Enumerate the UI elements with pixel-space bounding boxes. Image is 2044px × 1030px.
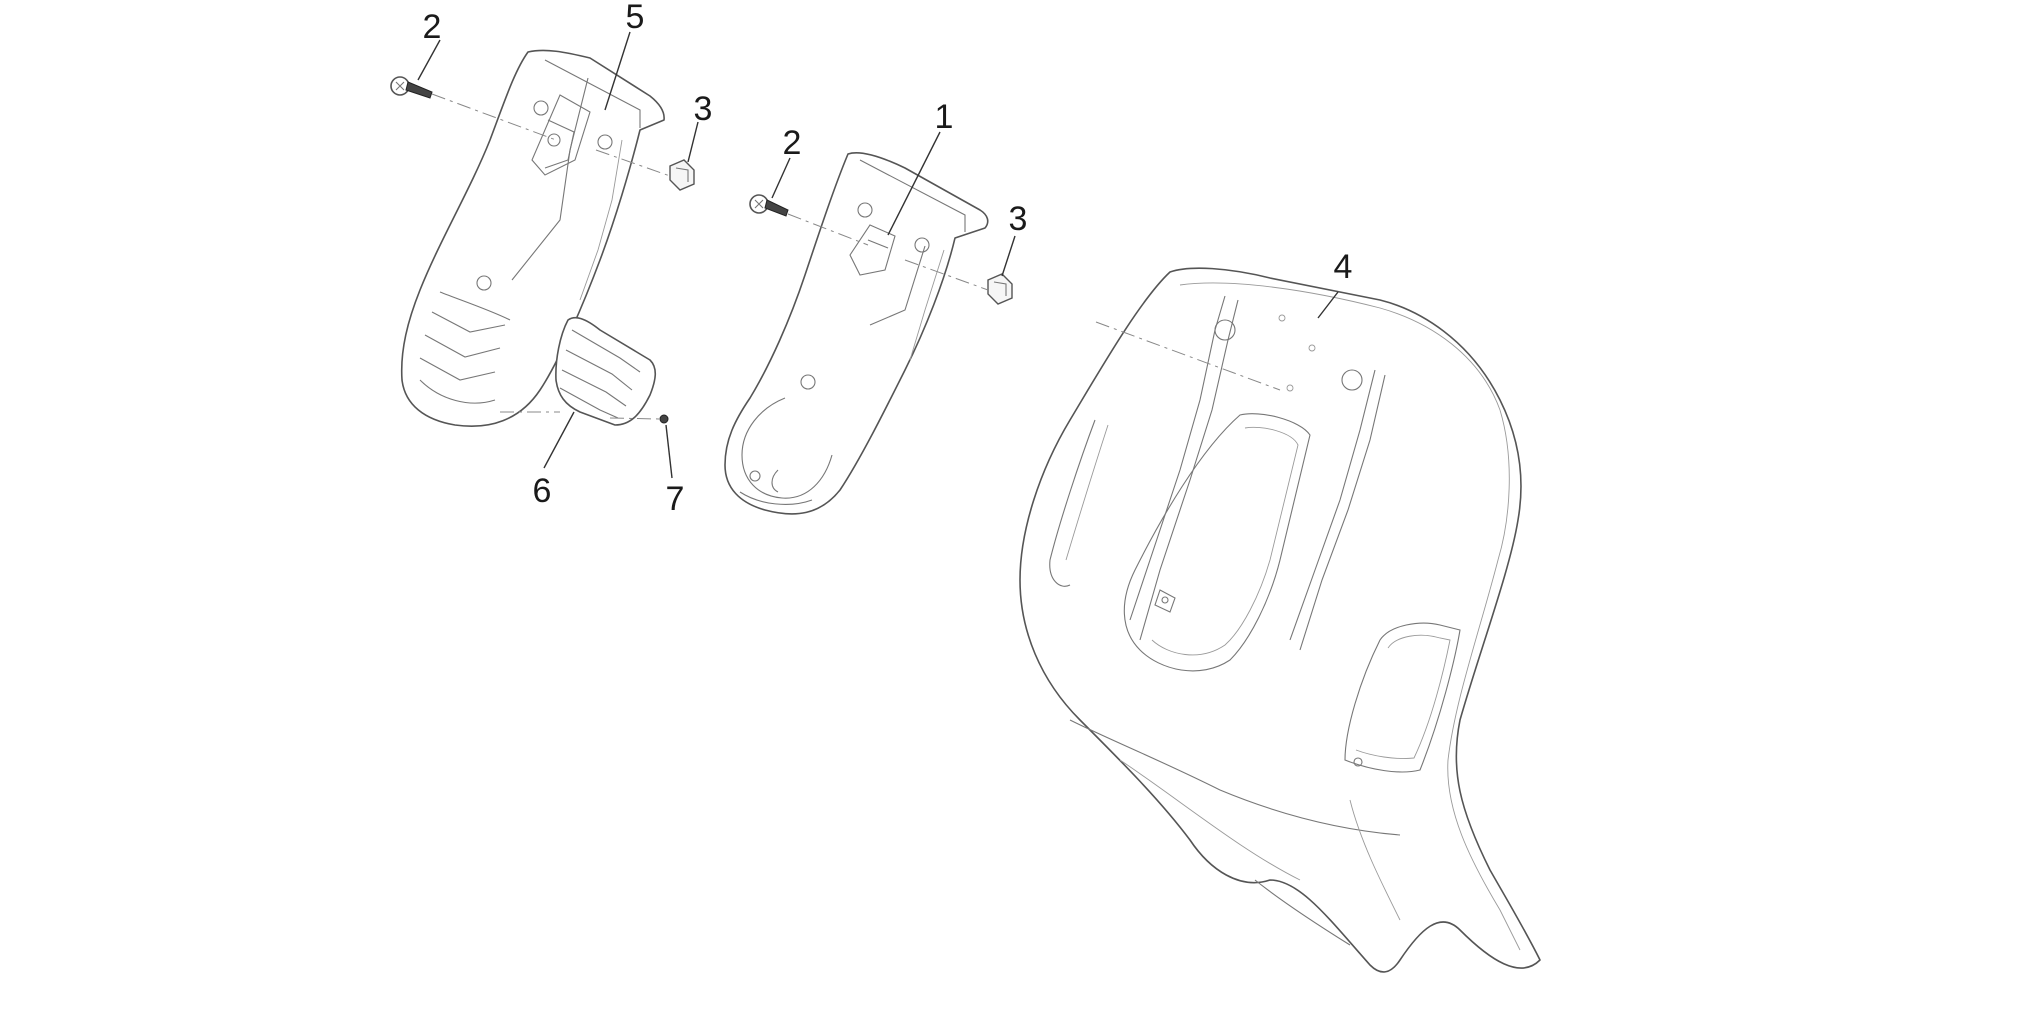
callout-2-top-left: 2 (423, 8, 442, 46)
callout-7: 7 (666, 480, 685, 518)
part-3-nut-middle (987, 273, 1013, 305)
callout-labels: 2 5 3 2 1 3 4 6 7 (423, 0, 1353, 518)
part-7-clip (659, 414, 669, 424)
callout-3-top: 3 (694, 90, 713, 128)
part-2-screw-middle (749, 194, 789, 217)
part-4-front-shield (1019, 267, 1541, 973)
callout-3-middle: 3 (1009, 200, 1028, 238)
part-6-grille-insert (555, 316, 657, 426)
callout-5: 5 (626, 0, 645, 36)
callout-1: 1 (935, 98, 954, 136)
assembly-axes (431, 93, 1281, 420)
part-1-middle-cover (724, 152, 989, 515)
callout-6: 6 (533, 472, 552, 510)
part-5-rear-cover (400, 49, 665, 428)
callout-4: 4 (1334, 248, 1353, 286)
leader-lines (417, 31, 1339, 479)
part-2-screw-left (390, 76, 433, 99)
callout-2-middle: 2 (783, 124, 802, 162)
part-3-nut-top (669, 159, 695, 191)
